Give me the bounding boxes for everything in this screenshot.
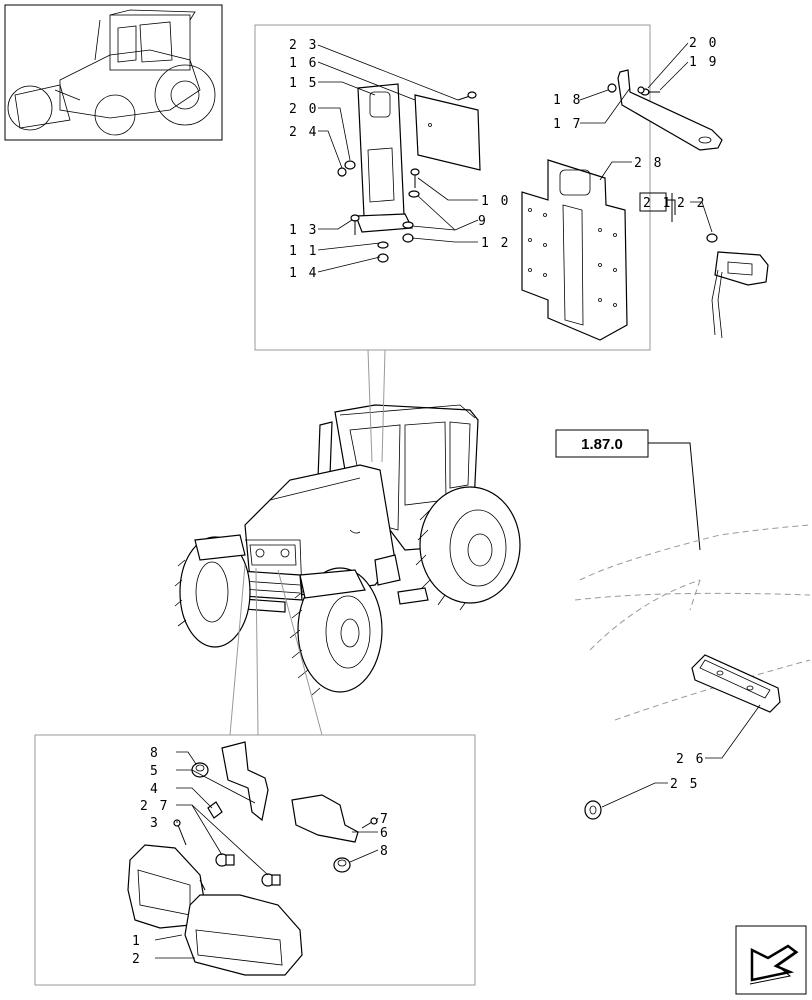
leader-lines <box>154 42 761 959</box>
callout-1: 1 <box>132 934 142 949</box>
next-page-arrow-icon[interactable] <box>735 925 807 995</box>
washer-24 <box>337 167 347 177</box>
callout-20a: 2 0 <box>289 102 318 117</box>
bracket-15 <box>355 83 413 233</box>
callout-25: 2 5 <box>670 777 699 792</box>
callout-23: 2 3 <box>289 38 318 53</box>
callout-16: 1 6 <box>289 56 318 71</box>
callout-5: 5 <box>150 764 160 779</box>
reference-label: 1.87.0 <box>581 436 623 453</box>
grommet-8b <box>333 857 351 873</box>
callout-7: 7 <box>380 812 390 827</box>
upper-detail-panel <box>254 24 651 351</box>
callout-15: 1 5 <box>289 76 318 91</box>
callout-24: 2 4 <box>289 125 318 140</box>
washer-18 <box>607 83 617 93</box>
callouts: 2 3 1 6 1 5 2 0 2 4 1 3 1 1 1 4 1 0 9 1 … <box>132 36 718 967</box>
grommet-8a <box>191 762 209 778</box>
lower-detail-panel <box>34 734 476 986</box>
bulb-27b <box>261 873 281 887</box>
ref-box-21-22 <box>639 192 676 222</box>
tractor-illustration <box>174 404 521 696</box>
nut-20b <box>637 86 645 94</box>
clip-4 <box>207 801 223 819</box>
plate-16 <box>414 94 481 171</box>
thumbnail-panel <box>4 4 223 141</box>
bracket-6 <box>291 794 359 843</box>
screw-13 <box>350 214 360 235</box>
callout-20b: 2 0 <box>689 36 718 51</box>
callout-11: 1 1 <box>289 244 318 259</box>
callout-10: 1 0 <box>481 194 510 209</box>
callout-8b: 8 <box>380 844 390 859</box>
callout-19: 1 9 <box>689 55 718 70</box>
callout-26: 2 6 <box>676 752 705 767</box>
lamp-22 <box>706 233 769 339</box>
callout-4: 4 <box>150 782 160 797</box>
plate-28 <box>521 159 628 341</box>
callout-6: 6 <box>380 826 390 841</box>
callout-12: 1 2 <box>481 236 510 251</box>
washer-11 <box>377 241 389 249</box>
nut-14 <box>377 253 389 263</box>
callout-13: 1 3 <box>289 223 318 238</box>
callout-27: 2 7 <box>140 799 169 814</box>
callout-9: 9 <box>478 214 488 229</box>
washer-25 <box>584 800 602 820</box>
callout-8a: 8 <box>150 746 160 761</box>
headlamp-2 <box>184 894 303 976</box>
nut-12 <box>402 233 414 243</box>
callout-22: 2 2 <box>677 196 706 211</box>
callout-21: 2 1 <box>643 196 672 211</box>
washer-9 <box>408 190 420 198</box>
fender-outline <box>574 524 811 721</box>
callout-18: 1 8 <box>553 93 582 108</box>
callout-3: 3 <box>150 816 160 831</box>
callout-14: 1 4 <box>289 266 318 281</box>
callout-28: 2 8 <box>634 156 663 171</box>
screw-23 <box>457 91 477 101</box>
screw-10 <box>410 168 420 188</box>
bulb-27a <box>215 853 235 867</box>
callout-2: 2 <box>132 952 142 967</box>
bracket-17 <box>617 69 723 151</box>
nut-20 <box>344 160 356 170</box>
bracket-5 <box>221 741 269 822</box>
callout-17: 1 7 <box>553 117 582 132</box>
plate-lamp-26 <box>691 654 781 713</box>
washer-9b <box>402 221 414 229</box>
